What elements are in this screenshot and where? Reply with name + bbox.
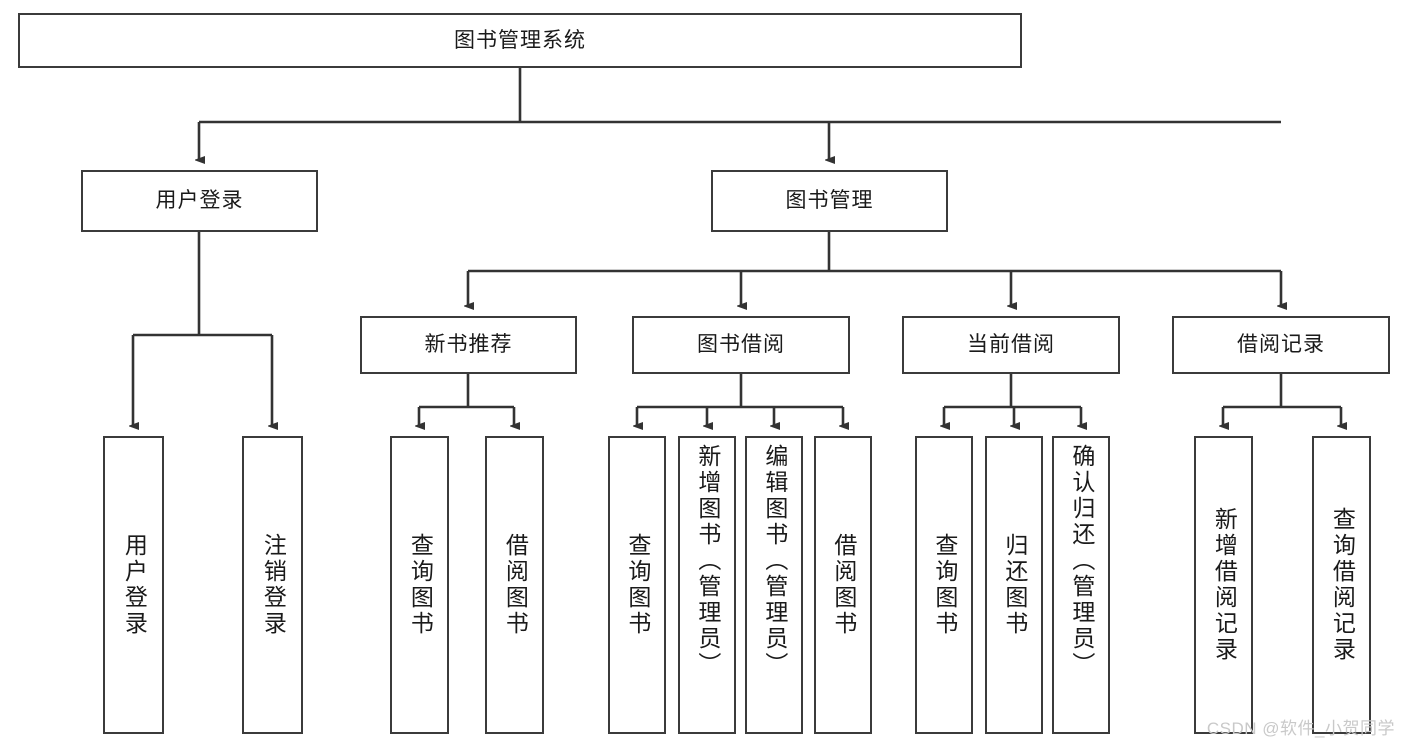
csdn-watermark: CSDN @软件_小贺同学	[1206, 719, 1395, 738]
node-user-login[interactable]: 用户登录	[81, 170, 318, 232]
node-book-management[interactable]: 图书管理	[711, 170, 948, 232]
node-label: 借阅记录	[1237, 333, 1325, 357]
node-book-borrow[interactable]: 图书借阅	[632, 316, 850, 374]
node-label: 查询图书	[931, 533, 958, 637]
node-label: 新增借阅记录	[1211, 507, 1238, 663]
leaf-book-borrow-add[interactable]: 新增图书（管理员）	[678, 436, 736, 734]
node-label: 用户登录	[121, 533, 148, 637]
node-label: 借阅图书	[830, 533, 857, 637]
leaf-current-borrow-confirm-return[interactable]: 确认归还（管理员）	[1052, 436, 1110, 734]
node-label: 查询图书	[624, 533, 651, 637]
leaf-new-book-borrow[interactable]: 借阅图书	[485, 436, 544, 734]
leaf-current-borrow-query[interactable]: 查询图书	[915, 436, 973, 734]
leaf-user-login-logout[interactable]: 注销登录	[242, 436, 303, 734]
node-current-borrow[interactable]: 当前借阅	[902, 316, 1120, 374]
node-label: 确认归还（管理员）	[1068, 444, 1095, 678]
node-label: 图书管理系统	[454, 28, 586, 52]
node-label: 借阅图书	[502, 533, 529, 637]
leaf-borrow-record-query[interactable]: 查询借阅记录	[1312, 436, 1371, 734]
node-new-book-recommend[interactable]: 新书推荐	[360, 316, 577, 374]
node-label: 编辑图书（管理员）	[761, 444, 788, 678]
leaf-current-borrow-return[interactable]: 归还图书	[985, 436, 1043, 734]
node-root-book-management-system[interactable]: 图书管理系统	[18, 13, 1022, 68]
node-borrow-record[interactable]: 借阅记录	[1172, 316, 1390, 374]
leaf-user-login-login[interactable]: 用户登录	[103, 436, 164, 734]
node-label: 查询图书	[407, 533, 434, 637]
node-label: 图书借阅	[697, 333, 785, 357]
node-label: 新书推荐	[424, 333, 513, 357]
node-label: 图书管理	[785, 189, 874, 213]
leaf-borrow-record-add[interactable]: 新增借阅记录	[1194, 436, 1253, 734]
leaf-book-borrow-query[interactable]: 查询图书	[608, 436, 666, 734]
node-label: 用户登录	[155, 189, 244, 213]
node-label: 归还图书	[1001, 533, 1028, 637]
node-label: 注销登录	[260, 533, 287, 637]
node-label: 当前借阅	[967, 333, 1055, 357]
leaf-book-borrow-borrow[interactable]: 借阅图书	[814, 436, 872, 734]
node-label: 新增图书（管理员）	[694, 444, 721, 678]
leaf-book-borrow-edit[interactable]: 编辑图书（管理员）	[745, 436, 803, 734]
node-label: 查询借阅记录	[1329, 507, 1356, 663]
leaf-new-book-query[interactable]: 查询图书	[390, 436, 449, 734]
